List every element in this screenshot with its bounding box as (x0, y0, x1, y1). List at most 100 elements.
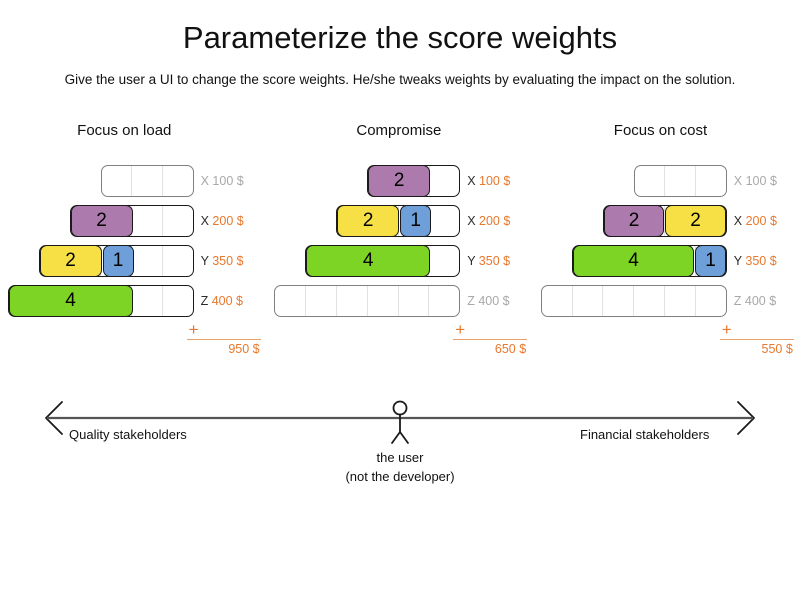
weight-row: X 100 $ (533, 161, 800, 201)
row-key: Z (733, 294, 742, 308)
user-caption-line1: the user (376, 450, 424, 465)
track-cell (399, 286, 430, 316)
weight-slider-track[interactable] (540, 285, 727, 317)
track-cell (132, 246, 163, 276)
weight-segment[interactable]: 2 (665, 204, 726, 237)
weight-slider-track-wrap: 2 (367, 164, 461, 197)
stakeholder-spectrum: Quality stakeholders Financial stakehold… (0, 396, 800, 496)
spectrum-left-label: Quality stakeholders (69, 427, 187, 442)
weight-slider-track-wrap: 4 (7, 284, 194, 317)
scenario-title: Compromise (356, 122, 442, 139)
track-cell (696, 166, 726, 196)
weight-row: 2 X 100 $ (267, 161, 534, 201)
row-label: Y 350 $ (201, 254, 267, 268)
row-key: Z (467, 294, 475, 308)
scenario-total: +550 $ (533, 321, 800, 367)
weight-slider-track-wrap (633, 165, 727, 197)
track-cell (163, 166, 193, 196)
weight-slider-track[interactable]: 4 (7, 284, 194, 317)
row-cost: 350 $ (745, 254, 777, 268)
track-cell (542, 286, 573, 316)
row-key: Z (200, 294, 209, 308)
track-cell (634, 286, 666, 316)
row-cost: 400 $ (211, 294, 243, 308)
track-cell (275, 286, 307, 316)
row-label: X 100 $ (734, 174, 800, 188)
track-cell (696, 286, 726, 316)
track-cell (132, 286, 163, 316)
stick-figure-user-icon (391, 400, 409, 444)
weight-segment[interactable]: 2 (337, 204, 400, 237)
weight-row: X 100 $ (0, 161, 267, 201)
track-cell (163, 206, 193, 236)
row-label: Z 400 $ (201, 294, 267, 308)
track-cell (337, 286, 368, 316)
weight-slider-track[interactable] (100, 165, 194, 197)
row-label: Z 400 $ (734, 294, 800, 308)
row-cost: 200 $ (479, 214, 511, 228)
track-cell (102, 166, 133, 196)
weight-segment[interactable]: 2 (603, 204, 665, 237)
track-cells (635, 166, 726, 196)
weight-slider-track[interactable]: 4 (305, 244, 461, 277)
scenario-title: Focus on cost (613, 122, 708, 139)
weight-segment[interactable]: 4 (8, 284, 133, 317)
track-cell (573, 286, 604, 316)
weight-segment[interactable]: 4 (572, 244, 695, 277)
row-key: X (467, 214, 476, 228)
total-value: 550 $ (761, 342, 793, 356)
weight-segment[interactable]: 1 (400, 204, 432, 237)
scenario-total: +650 $ (267, 321, 534, 367)
track-cells (542, 286, 726, 316)
track-cell (665, 166, 697, 196)
row-key: Y (467, 254, 476, 268)
total-rule (453, 339, 528, 340)
weight-slider-track[interactable]: 2 (367, 164, 461, 197)
total-block: +650 $ (453, 321, 528, 356)
weight-slider-track-wrap (274, 285, 461, 317)
row-key: Y (200, 254, 209, 268)
row-key: X (733, 214, 743, 228)
row-cost: 400 $ (744, 294, 777, 308)
weight-row: 4 Z 400 $ (0, 281, 267, 321)
weight-row: 4 Y 350 $ (267, 241, 534, 281)
weight-slider-track[interactable] (633, 165, 727, 197)
weight-segment[interactable]: 4 (306, 244, 431, 277)
row-key: X (467, 174, 476, 188)
total-block: +950 $ (186, 321, 261, 356)
weight-segment[interactable]: 2 (39, 244, 102, 277)
row-cost: 350 $ (478, 254, 511, 268)
weight-slider-track[interactable] (274, 285, 461, 317)
row-cost: 200 $ (745, 214, 777, 228)
weight-segment[interactable]: 2 (368, 164, 431, 197)
track-cell (429, 246, 459, 276)
row-cost: 350 $ (212, 254, 244, 268)
weight-slider-track-wrap (100, 165, 194, 197)
row-key: X (200, 174, 209, 188)
track-cell (132, 166, 163, 196)
row-cost: 400 $ (478, 294, 510, 308)
weight-slider-track-wrap (540, 285, 727, 317)
scenario-title: Focus on load (77, 122, 172, 139)
row-label: X 100 $ (467, 174, 533, 188)
weight-slider-track-wrap: 2 (69, 204, 194, 237)
track-cell (603, 286, 635, 316)
row-cost: 200 $ (212, 214, 244, 228)
weight-segment[interactable]: 2 (70, 204, 133, 237)
track-cells (102, 166, 193, 196)
weight-slider-track-wrap: 4 (305, 244, 461, 277)
total-rule (719, 339, 794, 340)
weight-slider-track[interactable]: 2 (69, 204, 194, 237)
weight-segment[interactable]: 1 (695, 244, 726, 277)
weight-segment[interactable]: 1 (102, 244, 134, 277)
